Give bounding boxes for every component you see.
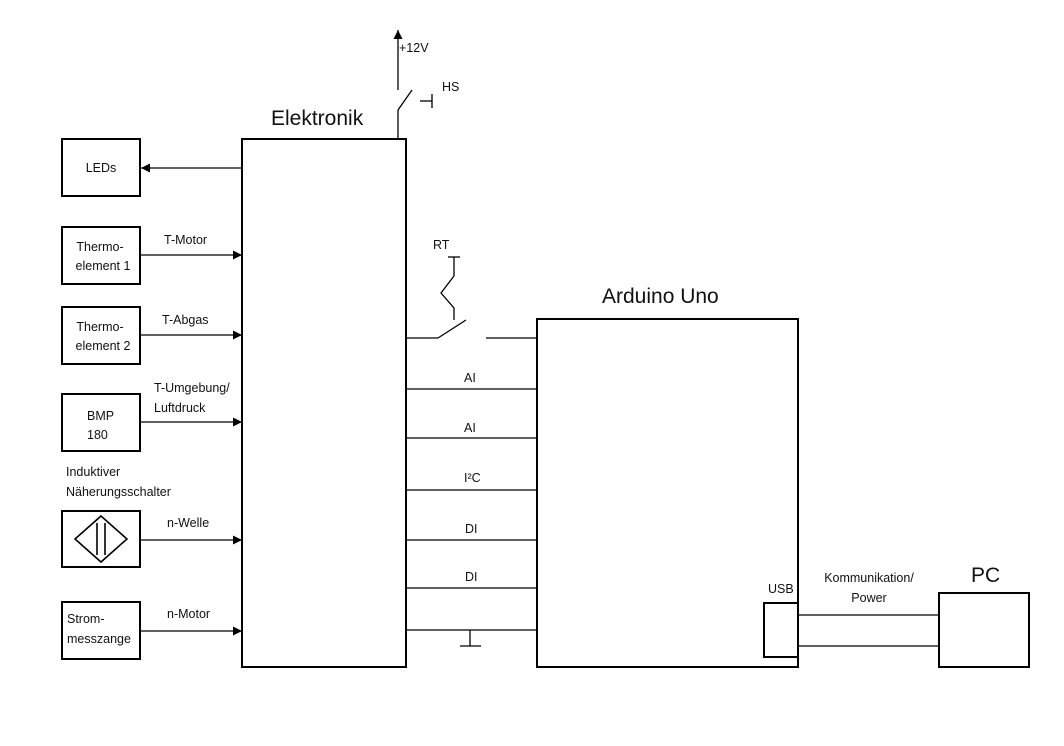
inductive-sensor-label-line1: Induktiver (66, 465, 120, 479)
inductive-sensor-label-line2: Näherungsschalter (66, 485, 171, 499)
pc-link-label-line1: Kommunikation/ (824, 571, 914, 585)
inductive-sensor-box (61, 510, 141, 568)
bmp180-label-line2: 180 (87, 428, 108, 442)
elektronik-title: Elektronik (271, 107, 364, 130)
ground-symbol (460, 630, 481, 647)
bus-label-ai-2: AI (464, 421, 476, 435)
bus-label-i2c: I²C (464, 471, 481, 485)
leds-label: LEDs (86, 161, 117, 175)
inductive-sensor-symbol (73, 514, 129, 564)
pc-block (938, 592, 1030, 668)
current-clamp-label-line1: Strom- (67, 612, 105, 626)
arduino-title: Arduino Uno (602, 285, 719, 308)
arduino-block (536, 318, 799, 668)
t-abgas-label: T-Abgas (162, 313, 209, 327)
pc-title: PC (971, 564, 1000, 587)
thermocouple-2-box (61, 306, 141, 365)
bmp180-box (61, 393, 141, 452)
thermocouple-2-label-line1: Thermo- (76, 320, 123, 334)
thermocouple-2-label-line2: element 2 (76, 339, 131, 353)
main-switch-label: HS (442, 80, 459, 94)
bus-label-di-2: DI (465, 570, 478, 584)
leds-box (61, 138, 141, 197)
main-switch-symbol (397, 89, 433, 138)
reset-switch-symbol (406, 256, 537, 339)
thermocouple-1-label-line1: Thermo- (76, 240, 123, 254)
n-motor-label: n-Motor (167, 607, 210, 621)
bus-label-ai-1: AI (464, 371, 476, 385)
current-clamp-label-line2: messzange (67, 632, 131, 646)
t-umgebung-label-line1: T-Umgebung/ (154, 381, 230, 395)
usb-label: USB (768, 582, 794, 596)
t-umgebung-label-line2: Luftdruck (154, 401, 206, 415)
thermocouple-1-box (61, 226, 141, 285)
elektronik-block (241, 138, 407, 668)
thermocouple-1-label-line2: element 1 (76, 259, 131, 273)
pc-link-label-line2: Power (851, 591, 886, 605)
t-motor-label: T-Motor (164, 233, 207, 247)
usb-port-box (763, 602, 799, 658)
bus-label-di-1: DI (465, 522, 478, 536)
reset-switch-label: RT (433, 238, 450, 252)
supply-label: +12V (399, 41, 429, 55)
current-clamp-box (61, 601, 141, 660)
bmp180-label-line1: BMP (87, 409, 114, 423)
n-welle-label: n-Welle (167, 516, 209, 530)
